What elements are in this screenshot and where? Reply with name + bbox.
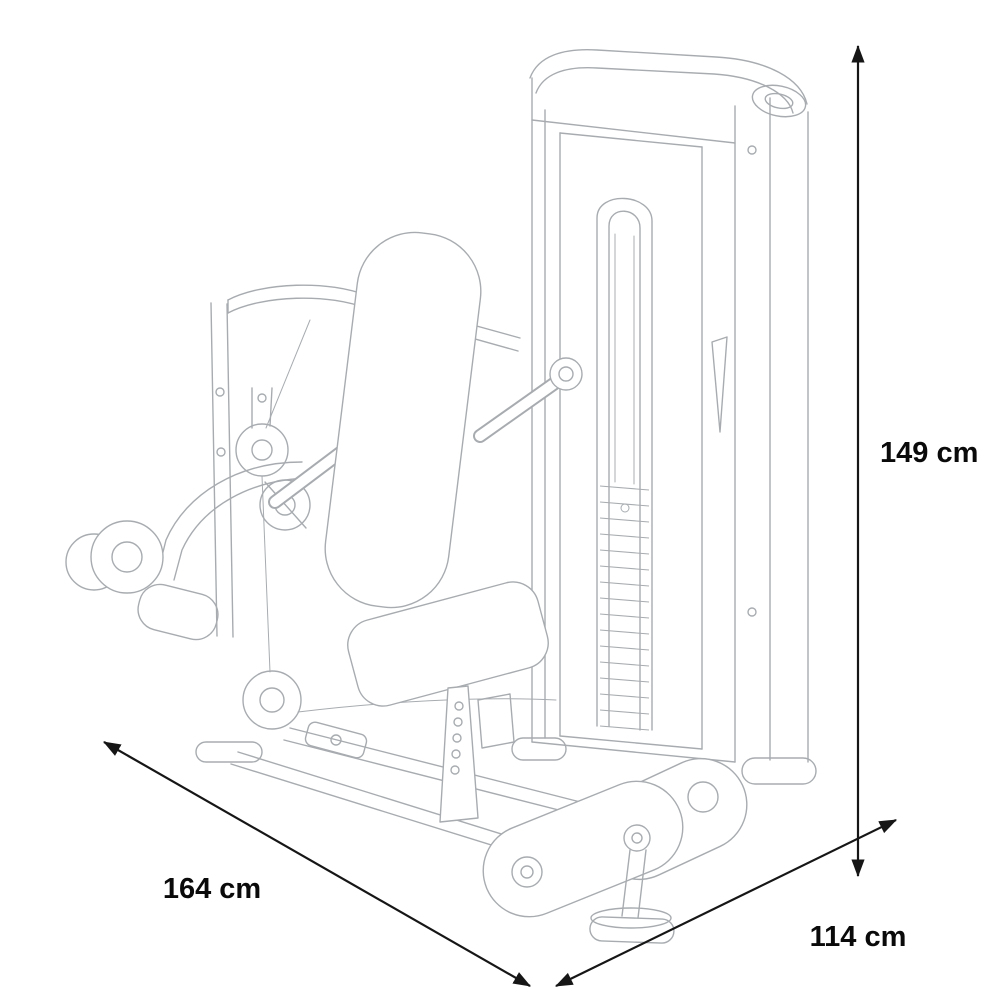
dimension-lines [103, 44, 897, 987]
pulleys-and-cable [235, 319, 557, 730]
weight-plates [599, 485, 650, 731]
press-arm [65, 461, 315, 641]
width-dimension-label: 164 cm [163, 873, 261, 905]
height-dimension-label: 149 cm [880, 437, 978, 469]
width-dimension-line [103, 741, 531, 987]
back-pad [324, 231, 482, 609]
depth-dimension-line [555, 819, 897, 987]
depth-dimension-label: 114 cm [810, 921, 907, 953]
weight-tower [511, 49, 817, 785]
foot-rollers [482, 757, 748, 944]
dimension-labels: 149 cm 164 cm 114 cm [163, 437, 979, 953]
